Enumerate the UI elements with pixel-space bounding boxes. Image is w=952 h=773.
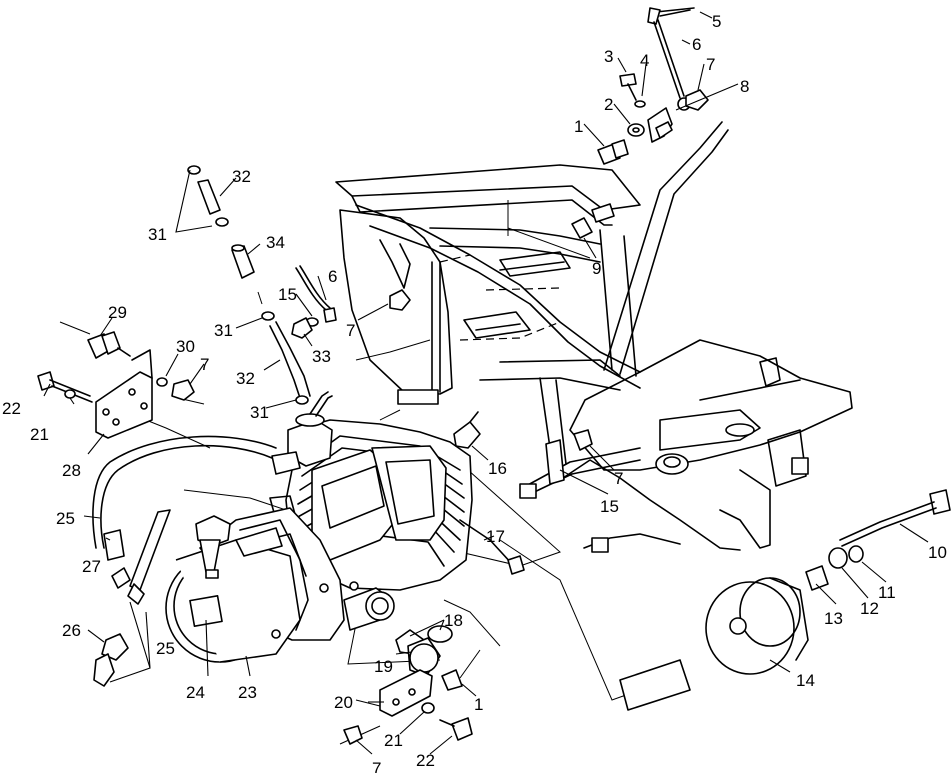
callout-10: 10 <box>928 543 947 562</box>
callout-6: 6 <box>692 35 701 54</box>
callout-25: 25 <box>156 639 175 658</box>
callout-24: 24 <box>186 683 205 702</box>
callout-26: 26 <box>62 621 81 640</box>
leader-lines <box>43 11 929 755</box>
callout-14: 14 <box>796 671 815 690</box>
callout-15: 15 <box>278 285 297 304</box>
engine-assembly <box>165 391 473 663</box>
hardware <box>37 7 951 745</box>
callout-31: 31 <box>148 225 167 244</box>
callout-15: 15 <box>600 497 619 516</box>
callout-numbers: 5 6 3 4 7 8 2 1 32 31 34 9 6 15 7 29 31 … <box>2 12 947 773</box>
callout-18: 18 <box>444 611 463 630</box>
callout-34: 34 <box>266 233 285 252</box>
callout-16: 16 <box>488 459 507 478</box>
callout-32: 32 <box>232 167 251 186</box>
callout-7: 7 <box>706 55 715 74</box>
callout-21: 21 <box>384 731 403 750</box>
callout-13: 13 <box>824 609 843 628</box>
callout-1: 1 <box>574 117 583 136</box>
callout-12: 12 <box>860 599 879 618</box>
callout-11: 11 <box>878 583 896 602</box>
callout-29: 29 <box>108 303 127 322</box>
callout-30: 30 <box>176 337 195 356</box>
frame-chassis <box>335 121 853 553</box>
callout-8: 8 <box>740 77 749 96</box>
callout-25: 25 <box>56 509 75 528</box>
callout-31: 31 <box>214 321 233 340</box>
callout-7: 7 <box>372 759 381 773</box>
callout-3: 3 <box>604 47 613 66</box>
callout-27: 27 <box>82 557 101 576</box>
callout-21: 21 <box>30 425 49 444</box>
callout-6: 6 <box>328 267 337 286</box>
callout-7: 7 <box>200 355 209 374</box>
callout-23: 23 <box>238 683 257 702</box>
callout-7: 7 <box>614 469 623 488</box>
callout-33: 33 <box>312 347 331 366</box>
callout-1: 1 <box>474 695 483 714</box>
callout-22: 22 <box>416 751 435 770</box>
callout-20: 20 <box>334 693 353 712</box>
callout-5: 5 <box>712 12 721 31</box>
callout-4: 4 <box>640 51 649 70</box>
callout-7: 7 <box>346 321 355 340</box>
callout-17: 17 <box>486 527 505 546</box>
callout-32: 32 <box>236 369 255 388</box>
callout-9: 9 <box>592 259 601 278</box>
callout-22: 22 <box>2 399 21 418</box>
callout-2: 2 <box>604 95 613 114</box>
callout-31: 31 <box>250 403 269 422</box>
fuel-system <box>92 165 311 687</box>
callout-19: 19 <box>374 657 393 676</box>
callout-28: 28 <box>62 461 81 480</box>
